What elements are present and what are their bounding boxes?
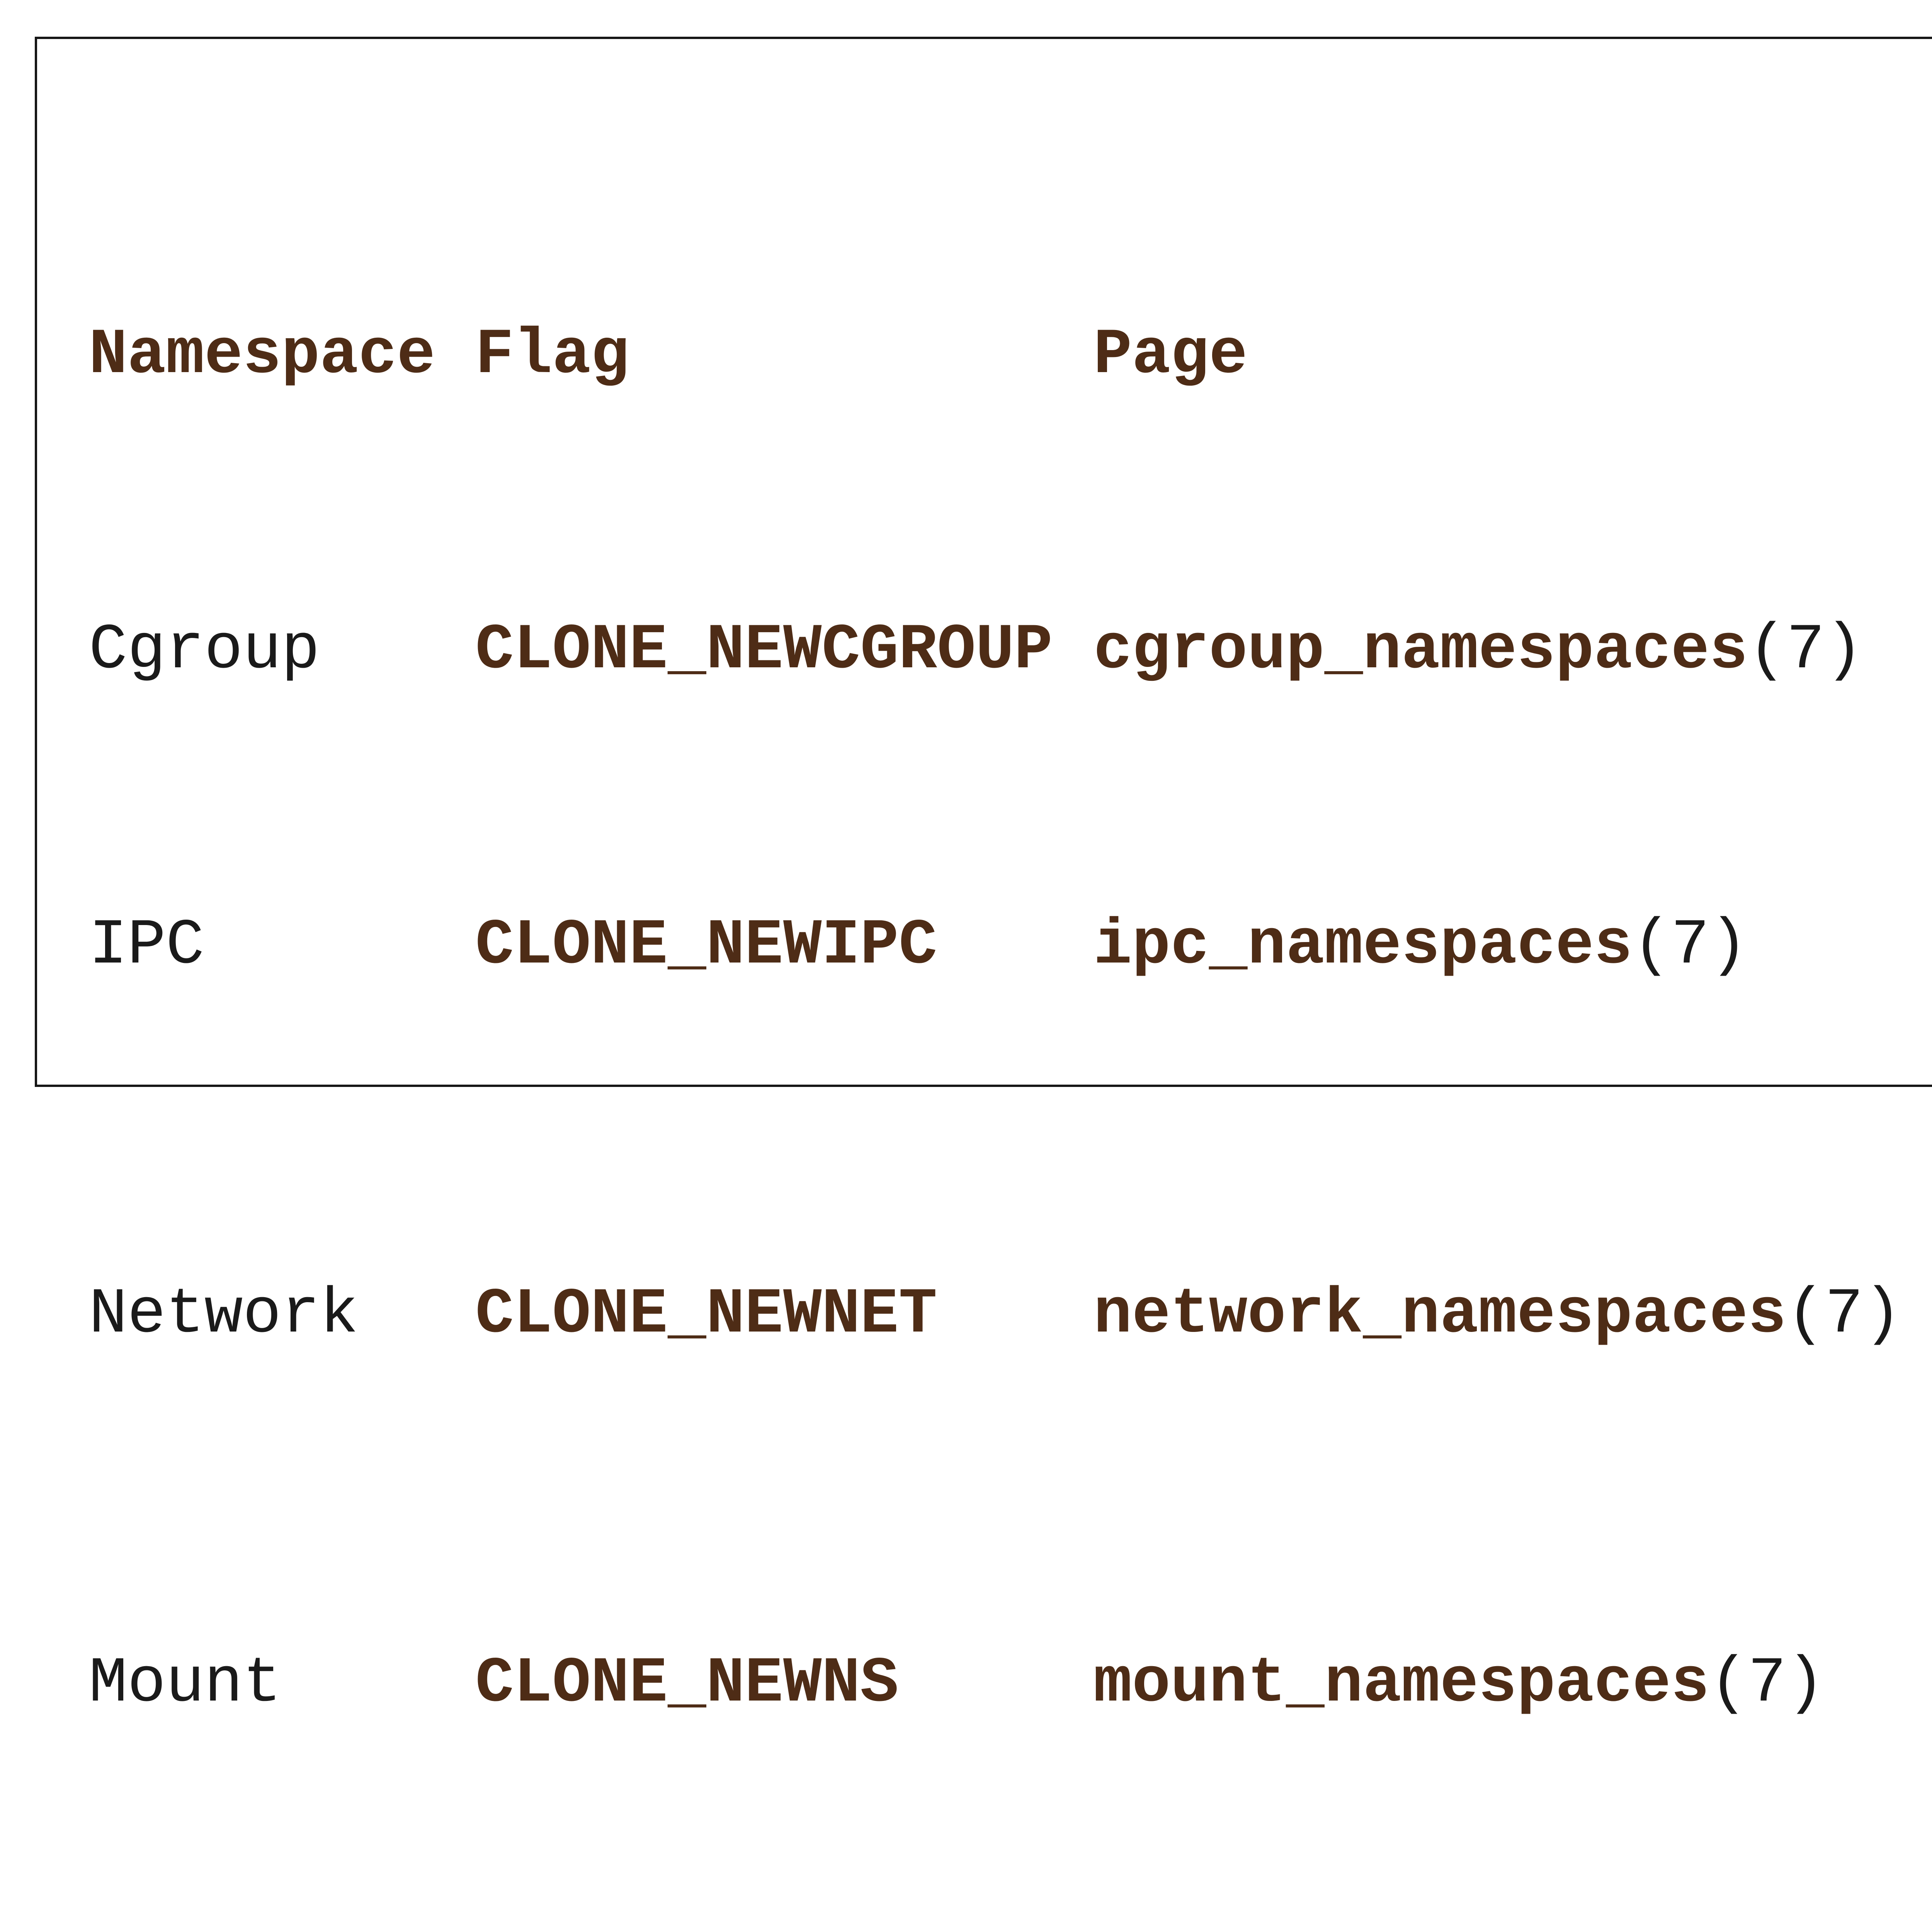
page-name: network_namespaces <box>1094 1278 1787 1351</box>
namespace-cell: Cgroup <box>89 614 320 687</box>
flag-cell: CLONE_NEWNS <box>475 1647 899 1720</box>
page-section-ref: (7) <box>1786 1278 1902 1351</box>
page-section-ref: (7) <box>1709 1647 1825 1720</box>
page-name: mount_namespaces <box>1094 1647 1709 1720</box>
page-section-ref: (7) <box>1748 614 1864 687</box>
table-row: Cgroup CLONE_NEWCGROUP cgroup_namespaces… <box>89 614 1932 687</box>
page-cell: network_namespaces(7) <box>1094 1278 1932 1352</box>
flag-cell: CLONE_NEWNET <box>475 1278 937 1351</box>
page-name: ipc_namespaces <box>1094 909 1633 982</box>
namespace-cell: Mount <box>89 1647 282 1720</box>
header-namespace: Namespace <box>89 319 435 391</box>
namespaces-table: Namespace Flag Page Isolates Cgroup CLON… <box>89 97 1932 1932</box>
table-row: Network CLONE_NEWNET network_namespaces(… <box>89 1278 1932 1425</box>
page-cell: mount_namespaces(7) <box>1094 1647 1932 1721</box>
flag-cell: CLONE_NEWIPC <box>475 909 937 982</box>
header-flag: Flag <box>475 319 629 391</box>
page-section-ref: (7) <box>1632 909 1748 982</box>
namespace-cell: Network <box>89 1278 359 1351</box>
page-name: cgroup_namespaces <box>1094 614 1748 687</box>
header-page: Page <box>1094 319 1248 391</box>
table-header-row: Namespace Flag Page Isolates <box>89 318 1932 392</box>
table-row: Mount CLONE_NEWNS mount_namespaces(7) Mo… <box>89 1647 1932 1721</box>
page-cell: ipc_namespaces(7) <box>1094 909 1932 983</box>
page-cell: cgroup_namespaces(7) <box>1094 614 1932 687</box>
flag-cell: CLONE_NEWCGROUP <box>475 614 1053 687</box>
table-row: IPC CLONE_NEWIPC ipc_namespaces(7) Syste… <box>89 909 1932 1056</box>
table-frame: Namespace Flag Page Isolates Cgroup CLON… <box>35 37 1932 1720</box>
namespace-cell: IPC <box>89 909 204 982</box>
